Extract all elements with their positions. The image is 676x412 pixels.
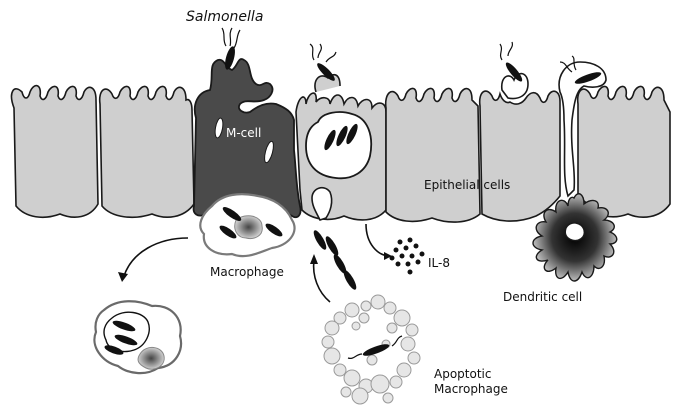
- dendritic-cell-label: Dendritic cell: [503, 291, 582, 303]
- migration-arrow-head: [118, 272, 128, 282]
- epithelial-cell-2: [100, 86, 194, 217]
- m-cell-label: M-cell: [226, 127, 261, 139]
- free-bacteria: [311, 229, 358, 292]
- infected-macrophage-nucleus: [138, 347, 164, 369]
- release-arrow: [314, 260, 330, 302]
- apoptotic-label-line1: Apoptotic: [434, 367, 508, 382]
- migration-arrow: [124, 238, 188, 276]
- epithelial-cells-label: Epithelial cells: [424, 179, 510, 191]
- macrophage-label: Macrophage: [210, 266, 284, 278]
- epithelial-cell-5: [480, 91, 560, 221]
- release-arrow-head: [310, 254, 318, 264]
- il8-secretion-arrow: [366, 224, 390, 256]
- epithelial-cell-6: [578, 86, 670, 217]
- apoptotic-bacterium: [348, 336, 402, 358]
- epithelial-cell-4: [386, 88, 480, 222]
- epithelial-cell-1: [12, 86, 98, 218]
- apoptotic-macrophage-label: Apoptotic Macrophage: [434, 367, 508, 397]
- il8-label: IL-8: [428, 257, 450, 269]
- apoptotic-label-line2: Macrophage: [434, 382, 508, 397]
- il8-molecules: [390, 238, 425, 275]
- salmonella-label: Salmonella: [186, 10, 263, 24]
- dendritic-cell-nucleus: [565, 223, 584, 241]
